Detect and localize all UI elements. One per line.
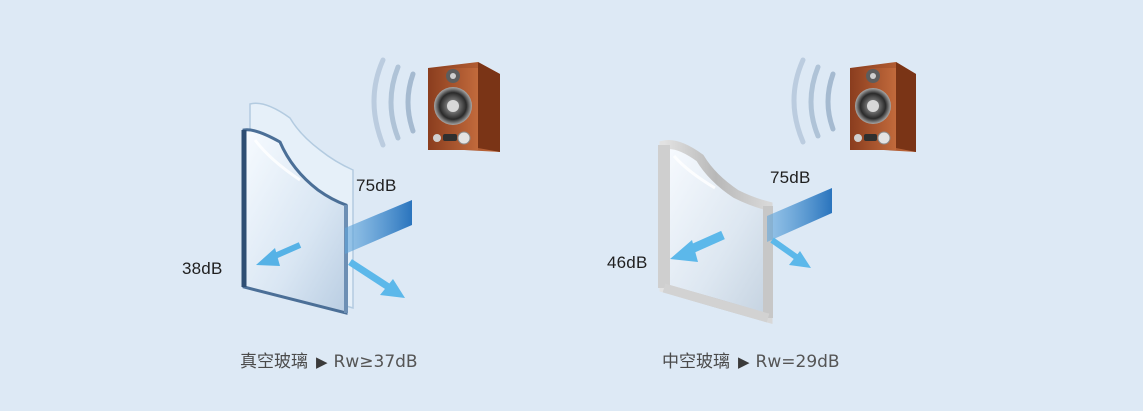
rw-rating: Rw≥37dB — [333, 352, 418, 372]
vacuum-glass-panel: 75dB 38dB 真空玻璃 ▶ Rw≥37dB — [0, 0, 560, 411]
insulating-glass-caption: 中空玻璃 ▶ Rw=29dB — [662, 347, 840, 372]
insulating-glass-illustration — [658, 57, 916, 324]
vacuum-glass-illustration — [241, 57, 500, 315]
sound-wave-icon — [371, 57, 416, 148]
incoming-level-label: 75dB — [770, 168, 811, 187]
glass-type-name: 中空玻璃 — [662, 352, 730, 372]
reflected-sound-arrow — [770, 237, 811, 268]
transmitted-sound-arrow — [256, 242, 302, 266]
glass-type-name: 真空玻璃 — [240, 352, 308, 372]
speaker-icon — [850, 62, 916, 152]
transmitted-level-label: 46dB — [607, 253, 648, 272]
play-arrow-icon: ▶ — [316, 353, 328, 371]
transmitted-sound-arrow — [670, 230, 725, 262]
reflected-sound-arrow — [348, 259, 405, 298]
incoming-sound-beam — [345, 200, 412, 254]
rw-rating: Rw=29dB — [755, 352, 840, 372]
glass-insulated-unit — [658, 140, 773, 324]
insulating-glass-panel: 75dB 46dB 中空玻璃 ▶ Rw=29dB — [560, 0, 1120, 411]
vacuum-glass-caption: 真空玻璃 ▶ Rw≥37dB — [240, 347, 418, 372]
play-arrow-icon: ▶ — [738, 353, 750, 371]
speaker-icon — [428, 62, 500, 152]
transmitted-level-label: 38dB — [182, 259, 223, 278]
glass-front-pane — [241, 128, 348, 315]
incoming-level-label: 75dB — [356, 176, 397, 195]
incoming-sound-beam — [767, 188, 832, 242]
sound-wave-icon — [791, 57, 836, 145]
